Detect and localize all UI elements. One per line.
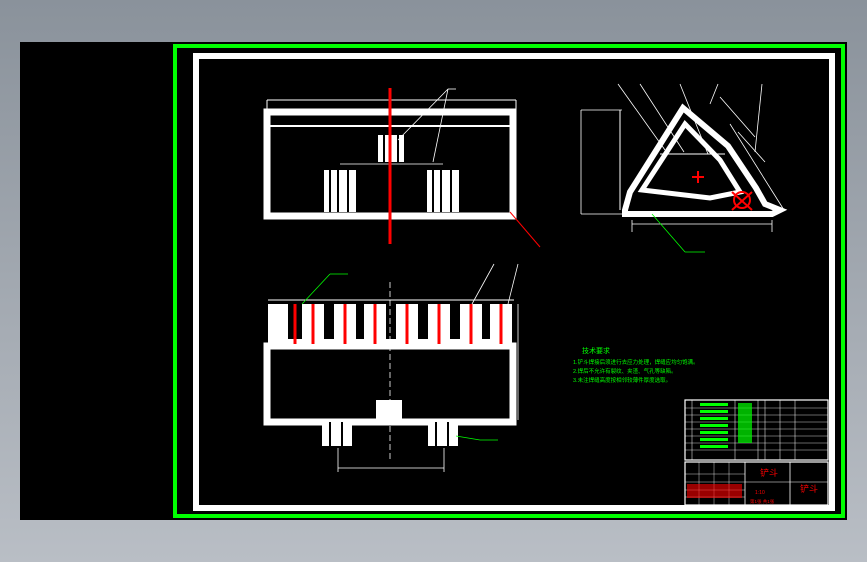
outer-border (173, 44, 845, 518)
cad-drawing: 技术要求 1.铲斗焊接后须进行去应力处理，焊缝应均匀饱满。 2.焊后不允许有裂纹… (173, 44, 845, 518)
tech-req-line-3: 3.未注焊缝高度按相邻较薄件厚度选取。 (573, 376, 671, 384)
technical-requirements: 技术要求 1.铲斗焊接后须进行去应力处理，焊缝应均匀饱满。 2.焊后不允许有裂纹… (573, 346, 699, 384)
front-view (263, 263, 519, 472)
title-block: 铲斗 铲斗 1:10 第1张 共1张 (684, 399, 829, 506)
tech-req-heading: 技术要求 (582, 346, 610, 355)
title-block-part-name: 铲斗 (760, 467, 778, 478)
drawing-frame (193, 53, 835, 511)
title-block-sheet: 第1张 共1张 (750, 498, 775, 505)
drawing-viewport[interactable]: 技术要求 1.铲斗焊接后须进行去应力处理，焊缝应均匀饱满。 2.焊后不允许有裂纹… (20, 42, 847, 520)
title-block-drawing-title: 铲斗 (800, 483, 818, 494)
top-view (263, 88, 541, 248)
tech-req-line-1: 1.铲斗焊接后须进行去应力处理，焊缝应均匀饱满。 (573, 358, 699, 366)
tech-req-line-2: 2.焊后不允许有裂纹、夹渣、气孔等缺陷。 (573, 367, 677, 375)
title-block-scale: 1:10 (755, 490, 765, 496)
side-view (580, 83, 788, 253)
